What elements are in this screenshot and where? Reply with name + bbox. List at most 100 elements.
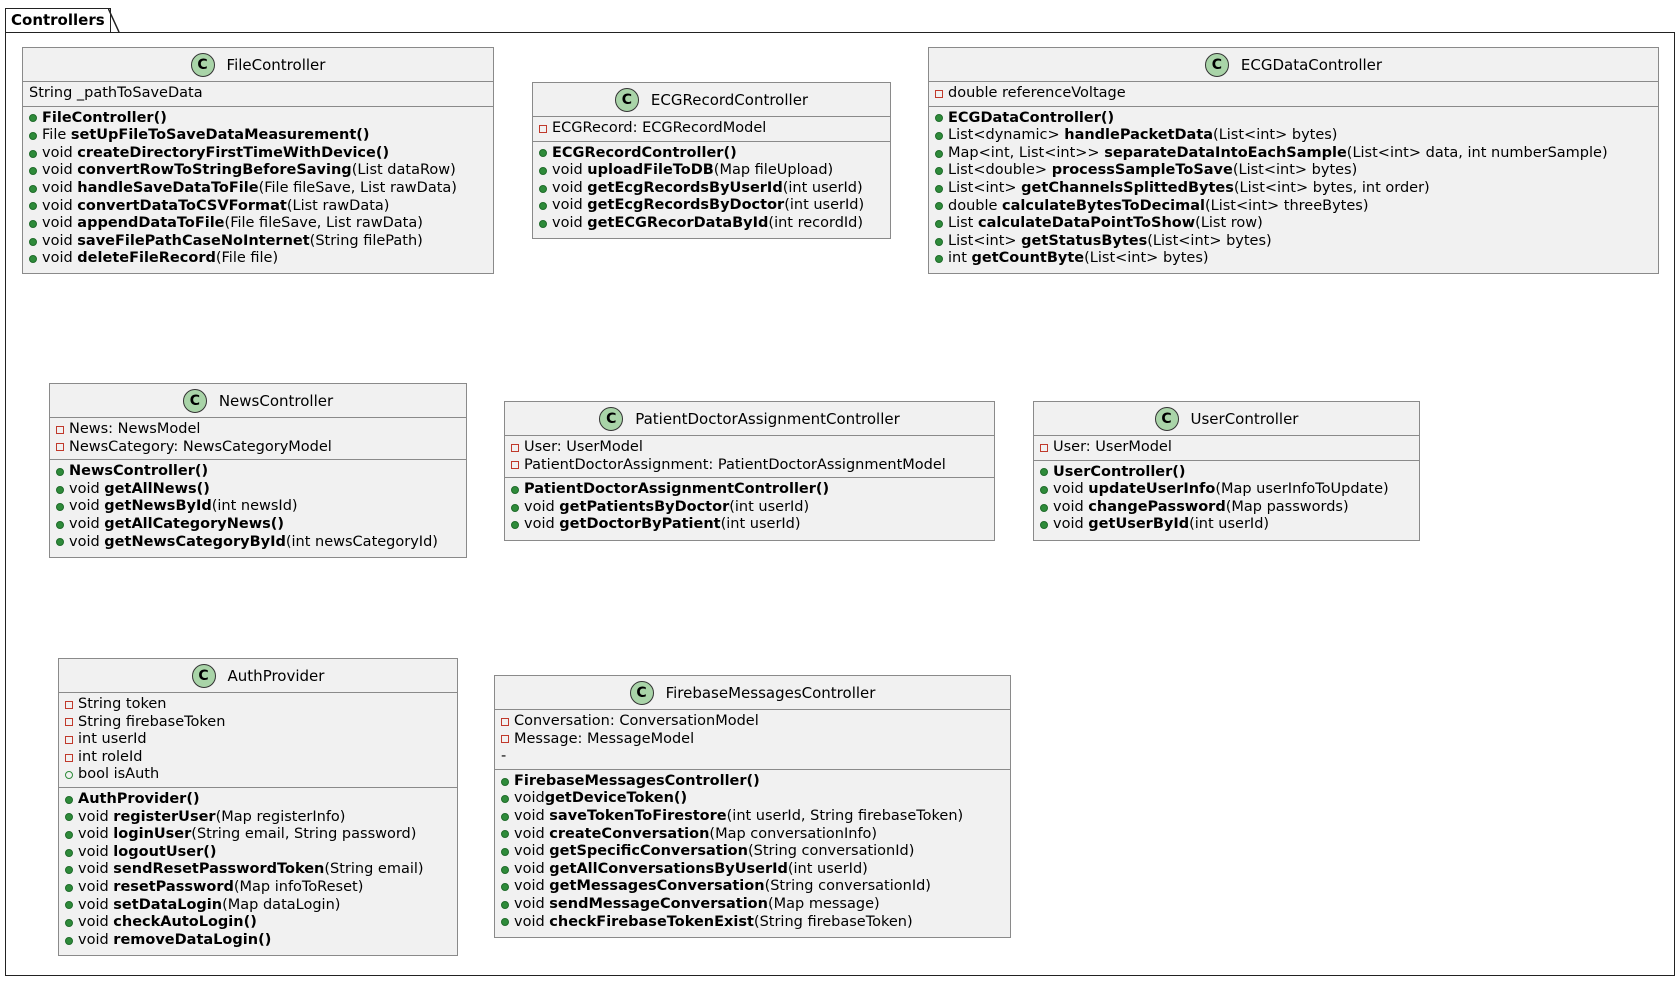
method-name: getSpecificConversation [549, 843, 748, 860]
private-icon [511, 461, 519, 470]
class-name: PatientDoctorAssignmentController [635, 409, 900, 428]
method-row: void checkFirebaseTokenExist(String fire… [495, 914, 1010, 932]
private-icon [56, 443, 64, 452]
method-row: double calculateBytesToDecimal(List<int>… [929, 198, 1658, 216]
method-name: convertRowToStringBeforeSaving [77, 162, 352, 179]
method-return-type: void [552, 162, 588, 179]
method-args: (int newsCategoryId) [285, 533, 438, 550]
field-text: PatientDoctorAssignment: PatientDoctorAs… [524, 456, 946, 473]
field-row: PatientDoctorAssignment: PatientDoctorAs… [505, 457, 994, 475]
method-row: UserController() [1034, 464, 1419, 482]
method-args: (int recordId) [768, 214, 864, 231]
methods-section: FirebaseMessagesController()voidgetDevic… [495, 768, 1010, 934]
method-name: handlePacketData [1064, 127, 1214, 144]
class-name: UserController [1190, 409, 1299, 428]
method-args: () [270, 515, 285, 532]
method-name: ECGDataController [948, 109, 1101, 126]
method-return-type: void [514, 843, 550, 860]
method-signature: void setDataLogin(Map dataLogin) [78, 897, 340, 915]
private-icon [935, 89, 943, 98]
method-signature: void removeDataLogin() [78, 932, 271, 950]
public-icon [65, 936, 73, 945]
public-icon [539, 166, 547, 175]
method-args: (int userId) [782, 179, 863, 196]
method-signature: FileController() [42, 110, 167, 128]
method-args: () [258, 931, 272, 948]
method-args: (int userId) [720, 516, 801, 533]
method-row: List calculateDataPointToShow(List row) [929, 215, 1658, 233]
method-row: List<int> getChannelsSplittedBytes(List<… [929, 180, 1658, 198]
private-icon [65, 700, 73, 709]
public-icon [501, 847, 509, 856]
public-icon [56, 503, 64, 512]
method-name: sendResetPasswordToken [113, 861, 325, 878]
method-return-type: void [42, 144, 78, 161]
public-icon [511, 521, 519, 530]
method-row: void setDataLogin(Map dataLogin) [59, 897, 457, 915]
method-return-type: void [42, 215, 78, 232]
field-row: User: UserModel [1034, 439, 1419, 457]
method-name: ECGRecordController [552, 144, 724, 161]
method-return-type: Map<int, List<int>> [948, 144, 1105, 161]
method-name: getAllNews [104, 480, 197, 497]
field-text: String firebaseToken [78, 713, 226, 730]
method-args: (List<int> bytes) [1213, 127, 1338, 144]
method-args: () [243, 914, 257, 931]
method-signature: void getECGRecorDataById(int recordId) [552, 215, 863, 233]
field-row: - [495, 748, 1010, 766]
method-name: createDirectoryFirstTimeWithDevice [77, 144, 376, 161]
method-args: (Map userInfoToUpdate) [1215, 481, 1389, 498]
method-name: FirebaseMessagesController [514, 772, 747, 789]
method-args: (String email) [324, 861, 424, 878]
public-icon [1040, 521, 1048, 530]
method-name: separateDataIntoEachSample [1104, 144, 1347, 161]
method-args: () [1172, 463, 1186, 480]
method-row: void getUserById(int userId) [1034, 516, 1419, 534]
method-row: void sendMessageConversation(Map message… [495, 896, 1010, 914]
method-signature: void createDirectoryFirstTimeWithDevice(… [42, 145, 389, 163]
method-name: calculateBytesToDecimal [1002, 197, 1205, 214]
methods-section: ECGDataController()List<dynamic> handleP… [929, 105, 1658, 271]
method-signature: UserController() [1053, 464, 1186, 482]
method-signature: void uploadFileToDB(Map fileUpload) [552, 162, 833, 180]
method-row: List<int> getStatusBytes(List<int> bytes… [929, 233, 1658, 251]
public-icon [65, 866, 73, 875]
method-signature: void getUserById(int userId) [1053, 516, 1269, 534]
method-row: void createConversation(Map conversation… [495, 826, 1010, 844]
method-name: getDoctorByPatient [559, 516, 721, 533]
method-row: int getCountByte(List<int> bytes) [929, 250, 1658, 268]
public-icon [65, 795, 73, 804]
method-args: () [203, 843, 217, 860]
method-args: (List<int> bytes, int order) [1233, 179, 1430, 196]
method-name: getStatusBytes [1021, 232, 1148, 249]
method-return-type: void [69, 533, 105, 550]
private-icon [1040, 443, 1048, 452]
method-signature: void registerUser(Map registerInfo) [78, 809, 345, 827]
public-icon [65, 901, 73, 910]
method-return-type: void [552, 197, 588, 214]
private-icon [501, 735, 509, 744]
public-icon [65, 883, 73, 892]
method-signature: void updateUserInfo(Map userInfoToUpdate… [1053, 481, 1389, 499]
method-return-type: void [69, 515, 105, 532]
method-signature: void sendMessageConversation(Map message… [514, 896, 880, 914]
field-text: - [501, 748, 507, 765]
field-text: News: NewsModel [69, 421, 201, 437]
method-args: () [746, 772, 760, 789]
method-signature: void saveTokenToFirestore(int userId, St… [514, 808, 963, 826]
method-name: calculateDataPointToShow [977, 215, 1196, 232]
method-signature: int getCountByte(List<int> bytes) [948, 250, 1209, 268]
methods-section: PatientDoctorAssignmentController()void … [505, 477, 994, 537]
method-args: (List<int> data, int numberSample) [1346, 144, 1608, 161]
method-row: List<double> processSampleToSave(List<in… [929, 162, 1658, 180]
public-icon [29, 149, 37, 158]
method-signature: void logoutUser() [78, 844, 216, 862]
private-icon [65, 718, 73, 727]
method-signature: List<int> getStatusBytes(List<int> bytes… [948, 233, 1272, 251]
method-return-type: void [552, 179, 588, 196]
